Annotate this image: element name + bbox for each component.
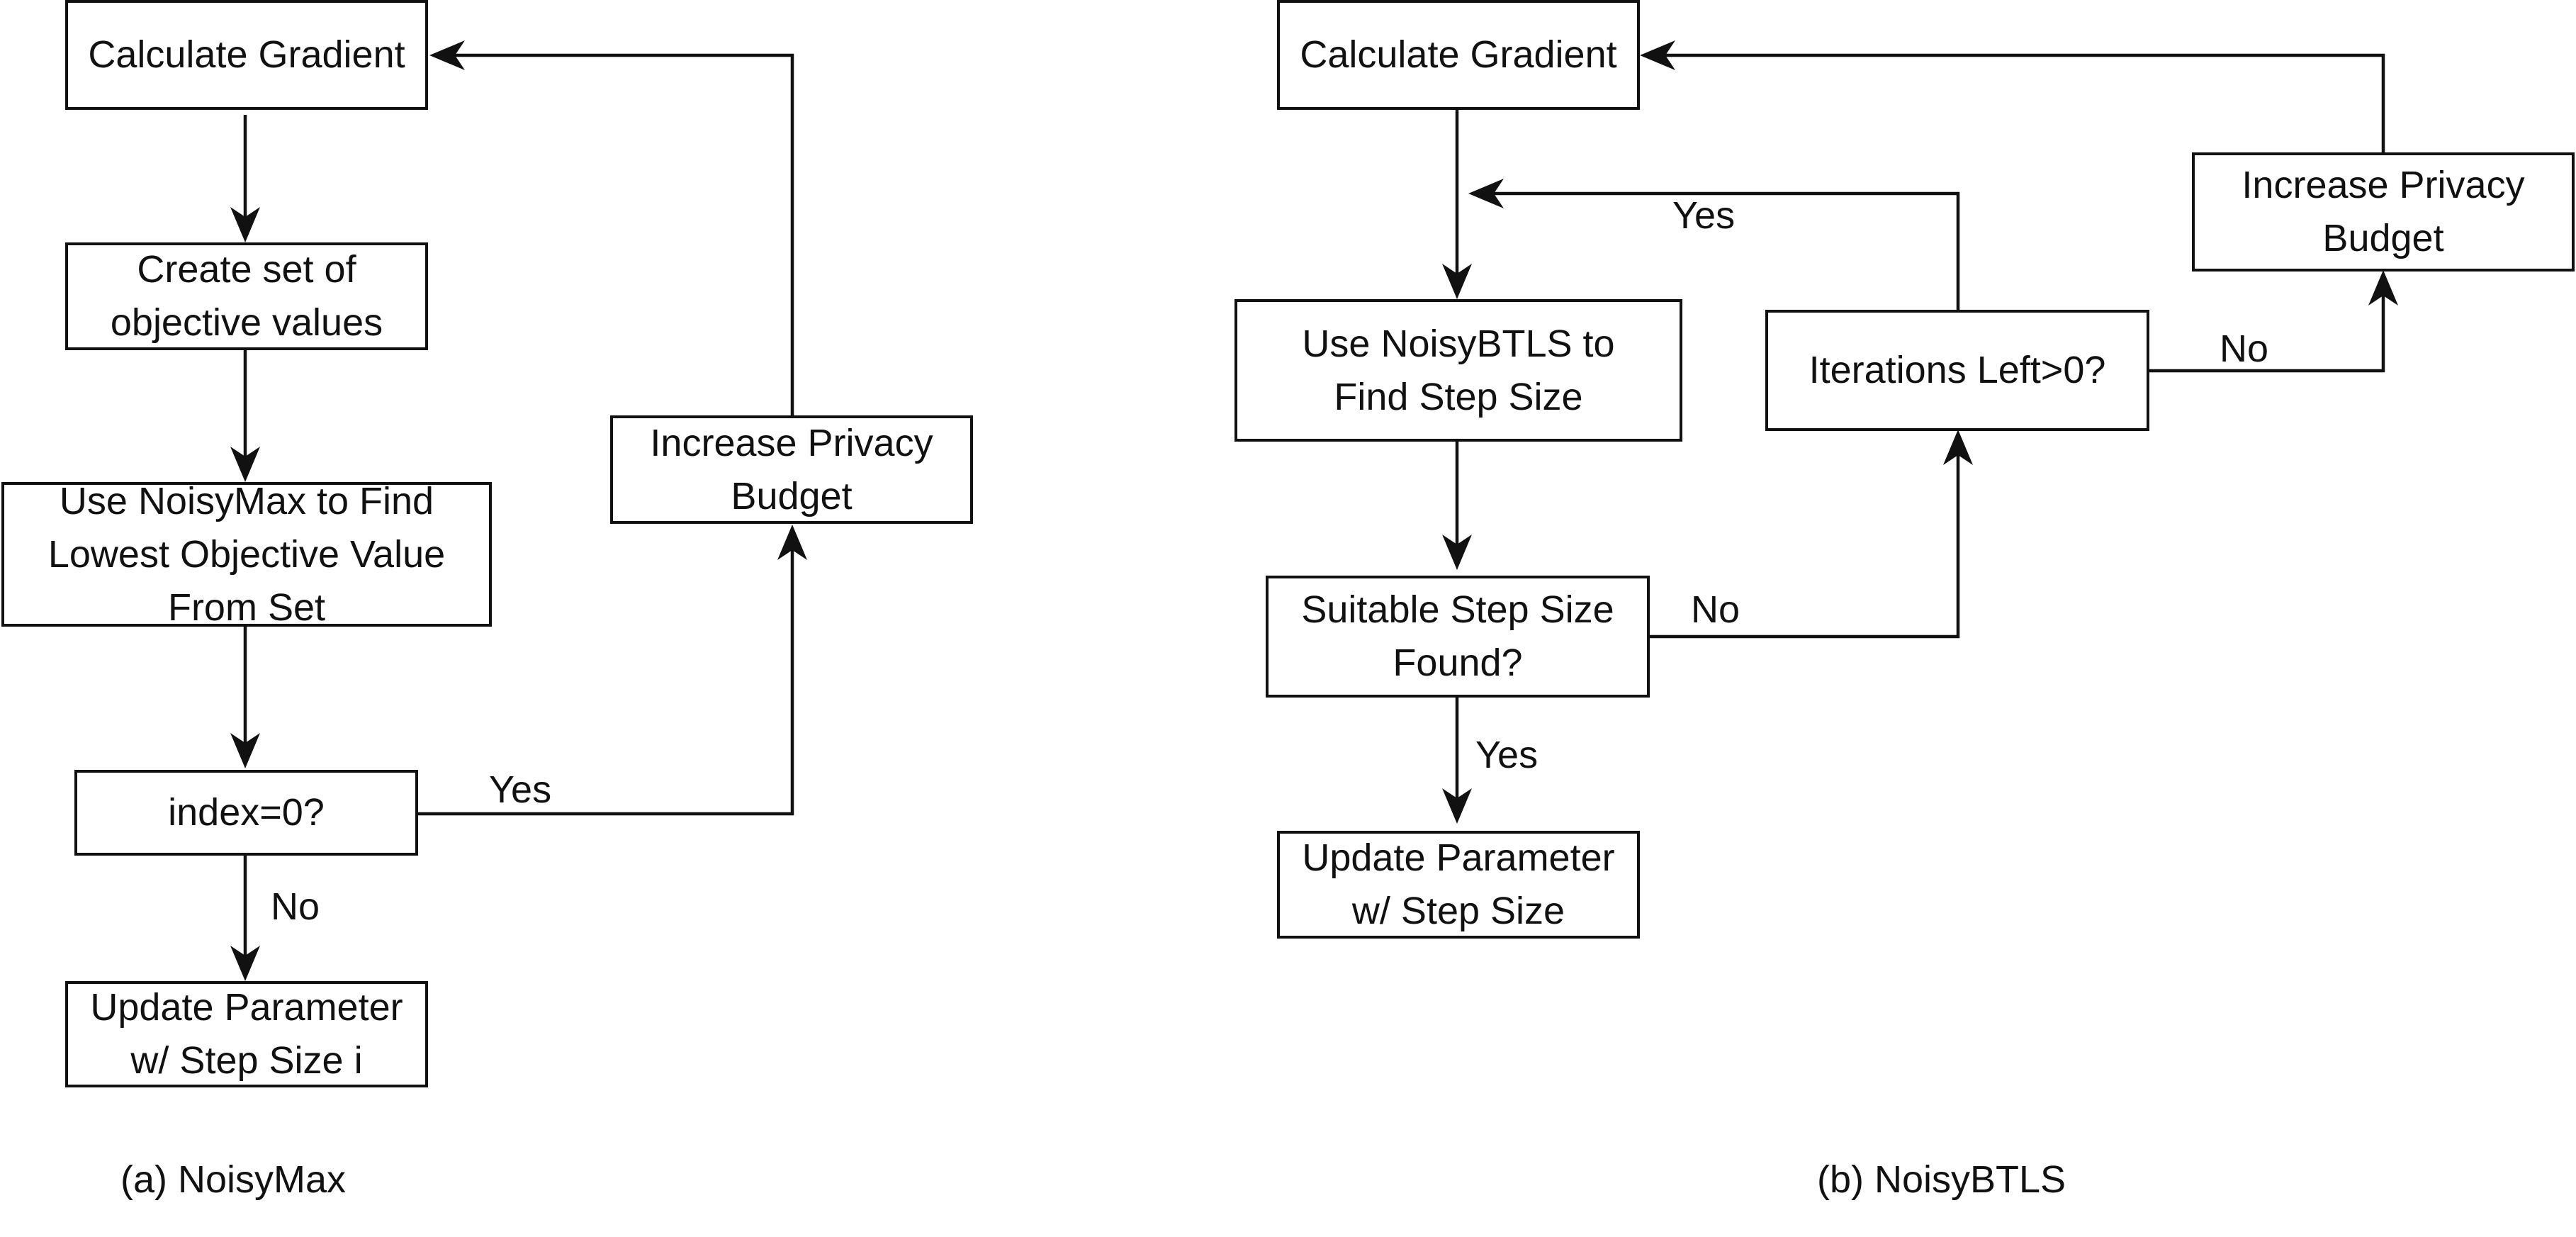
a-increase-budget-line-2: Budget <box>731 474 853 517</box>
b-update-param-line-2: w/ Step Size <box>1351 890 1565 932</box>
b-calculate-gradient-label: Calculate Gradient <box>1300 33 1617 76</box>
b-suitable-check-box: Suitable Step Size Found? <box>1266 576 1650 698</box>
b-edge-no-suitable-label: No <box>1691 588 1740 631</box>
b-calculate-gradient-box: Calculate Gradient <box>1277 0 1640 110</box>
a-increase-budget-line-1: Increase Privacy <box>650 421 933 464</box>
edge-b-budget-to-gradient <box>1663 53 2385 159</box>
b-edge-no-iterations-label: No <box>2220 328 2269 370</box>
arrowhead-b-suitable <box>1442 534 1472 570</box>
b-increase-budget-line-2: Budget <box>2322 217 2444 259</box>
edge-b-iterations-no-to-budget <box>2149 284 2385 373</box>
a-update-param-line-1: Update Parameter <box>90 986 403 1029</box>
edge-b-suitable-no-to-iterations <box>1650 445 1960 639</box>
arrowhead-a-noisymax <box>230 447 260 482</box>
a-update-param-box: Update Parameter w/ Step Size i <box>65 981 428 1087</box>
b-noisybtls-line-1: Use NoisyBTLS to <box>1302 322 1615 365</box>
arrowhead-b-noisybtls <box>1442 264 1472 299</box>
a-index-check-box: index=0? <box>74 770 418 856</box>
a-noisymax-line-2: Lowest Objective Value <box>47 532 446 576</box>
a-noisymax-box: Use NoisyMax to Find Lowest Objective Va… <box>1 480 492 629</box>
arrowhead-a-update <box>230 946 260 981</box>
b-noisybtls-box: Use NoisyBTLS to Find Step Size <box>1234 299 1682 442</box>
b-iterations-check-box: Iterations Left>0? <box>1765 310 2149 431</box>
edge-a-budget-to-gradient <box>451 53 794 415</box>
b-suitable-check-line-2: Found? <box>1393 642 1523 684</box>
arrowhead-a-budget <box>777 525 807 560</box>
a-index-check-label: index=0? <box>168 791 325 834</box>
a-update-param-line-2: w/ Step Size i <box>130 1039 363 1082</box>
b-update-param-line-1: Update Parameter <box>1302 836 1615 879</box>
a-calculate-gradient-label: Calculate Gradient <box>88 33 405 76</box>
b-edge-yes-suitable-label: Yes <box>1475 734 1539 776</box>
arrowhead-b-iterations <box>1943 430 1973 465</box>
b-increase-budget-box: Increase Privacy Budget <box>2192 152 2575 272</box>
a-increase-budget-box: Increase Privacy Budget <box>610 415 973 524</box>
a-calculate-gradient-box: Calculate Gradient <box>65 0 428 110</box>
a-noisymax-line-1: Use NoisyMax to Find <box>59 479 434 522</box>
a-edge-yes-label: Yes <box>489 768 552 811</box>
b-edge-yes-iterations-label: Yes <box>1672 194 1736 237</box>
b-iterations-check-label: Iterations Left>0? <box>1809 349 2106 391</box>
a-create-set-box: Create set of objective values <box>65 242 428 350</box>
arrowhead-a-index <box>230 733 260 768</box>
b-update-param-box: Update Parameter w/ Step Size <box>1277 831 1640 939</box>
arrowhead-a-create-set <box>230 207 260 242</box>
arrowhead-a-gradient <box>429 40 465 70</box>
b-suitable-check-line-1: Suitable Step Size <box>1301 588 1614 631</box>
arrowhead-b-loop <box>1468 179 1504 208</box>
a-edge-no-label: No <box>271 885 320 928</box>
a-noisymax-line-3: From Set <box>167 586 326 629</box>
a-caption: (a) NoisyMax <box>120 1158 347 1201</box>
a-create-set-line-2: objective values <box>110 301 383 344</box>
b-increase-budget-line-1: Increase Privacy <box>2242 164 2525 206</box>
arrowhead-b-budget <box>2368 270 2398 306</box>
edge-a-index-yes-to-budget <box>418 546 794 816</box>
a-create-set-line-1: Create set of <box>137 248 356 291</box>
arrowhead-b-gradient <box>1640 40 1675 70</box>
arrowhead-b-update <box>1442 788 1472 824</box>
b-noisybtls-line-2: Find Step Size <box>1334 375 1583 418</box>
b-caption: (b) NoisyBTLS <box>1817 1158 2066 1201</box>
edge-b-iterations-yes-to-loop <box>1490 191 1960 310</box>
